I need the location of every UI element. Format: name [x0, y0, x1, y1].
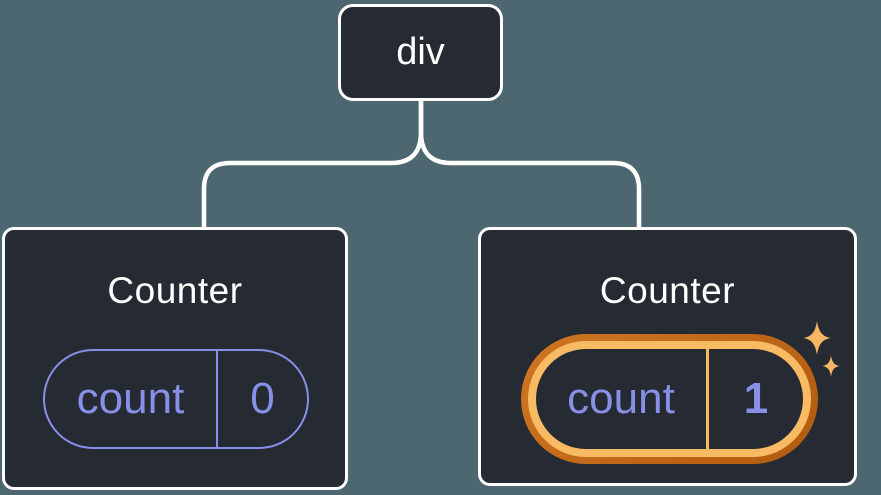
counter-title: Counter	[599, 270, 736, 311]
state-pill-highlight-ring-outer: count 1	[521, 334, 818, 464]
state-key-label: count	[45, 351, 218, 447]
tree-node-div-label: div	[396, 31, 445, 73]
counter-card-left: Counter count 0	[2, 227, 348, 490]
state-pill-highlight-ring-inner: count 1	[528, 341, 811, 457]
counter-card-right: Counter count 1	[478, 227, 857, 486]
tree-node-div: div	[338, 4, 503, 101]
state-key-label: count	[536, 349, 709, 449]
state-pill-count-1: count 1	[536, 349, 803, 449]
state-value: 0	[250, 374, 275, 423]
state-value: 1	[743, 374, 769, 423]
state-pill-count-0: count 0	[43, 349, 309, 449]
counter-title: Counter	[107, 270, 243, 311]
